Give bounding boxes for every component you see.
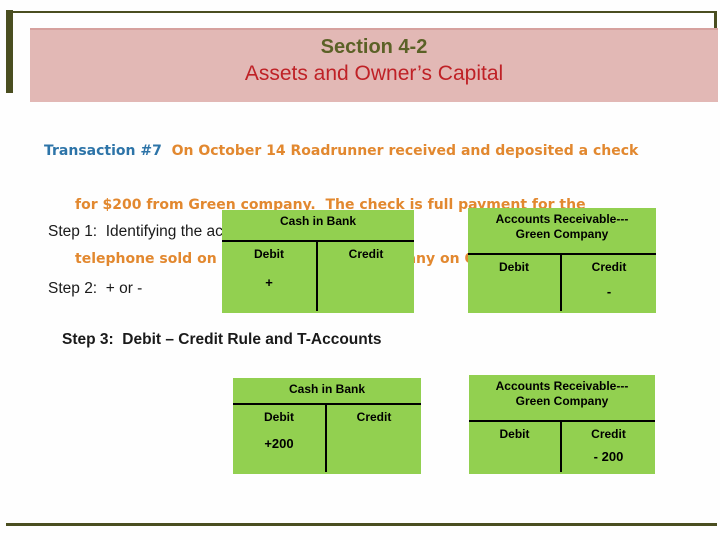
credit-column: Credit - bbox=[562, 255, 656, 311]
credit-label: Credit bbox=[591, 427, 626, 441]
title-band: Section 4-2 Assets and Owner’s Capital bbox=[30, 28, 718, 102]
taccount-title-line-1: Accounts Receivable--- bbox=[495, 379, 629, 393]
credit-label: Credit bbox=[348, 247, 384, 261]
credit-label: Credit bbox=[356, 410, 392, 424]
credit-value: - 200 bbox=[593, 449, 624, 464]
taccount-title: Cash in Bank bbox=[279, 214, 357, 228]
debit-label: Debit bbox=[499, 260, 529, 274]
credit-column: Credit bbox=[318, 242, 414, 311]
taccount-columns: Debit Credit - 200 bbox=[469, 420, 655, 472]
taccount-title: Accounts Receivable--- Green Company bbox=[469, 375, 655, 420]
taccount-title-line-2: Green Company bbox=[515, 394, 609, 408]
debit-column: Debit +200 bbox=[233, 405, 327, 472]
transaction-text-1: On October 14 Roadrunner received and de… bbox=[161, 143, 639, 159]
debit-column: Debit bbox=[469, 422, 562, 472]
taccount-accounts-receivable-step3: Accounts Receivable--- Green Company Deb… bbox=[469, 375, 655, 474]
debit-label: Debit bbox=[254, 247, 284, 261]
debit-column: Debit + bbox=[222, 242, 318, 311]
taccount-columns: Debit +200 Credit bbox=[233, 403, 421, 472]
debit-label: Debit bbox=[264, 410, 294, 424]
credit-column: Credit - 200 bbox=[562, 422, 655, 472]
section-subtitle: Assets and Owner’s Capital bbox=[244, 62, 504, 85]
step-2-text: Step 2: + or - bbox=[48, 280, 143, 297]
taccount-accounts-receivable-step2: Accounts Receivable--- Green Company Deb… bbox=[468, 208, 656, 313]
frame-top-stroke bbox=[10, 11, 717, 13]
frame-left-stroke bbox=[6, 10, 13, 93]
credit-value: - bbox=[606, 284, 612, 299]
debit-value: + bbox=[265, 275, 273, 290]
step-3-text: Step 3: Debit – Credit Rule and T-Accoun… bbox=[62, 331, 382, 348]
taccount-title-line-1: Accounts Receivable--- bbox=[495, 212, 629, 226]
debit-value: +200 bbox=[264, 436, 294, 451]
debit-column: Debit bbox=[468, 255, 562, 311]
taccount-title: Cash in Bank bbox=[288, 382, 366, 396]
transaction-line-1: Transaction #7 On October 14 Roadrunner … bbox=[44, 142, 692, 160]
frame-bottom-stroke bbox=[6, 523, 717, 526]
credit-column: Credit bbox=[327, 405, 421, 472]
taccount-columns: Debit Credit - bbox=[468, 253, 656, 311]
taccount-title: Accounts Receivable--- Green Company bbox=[468, 208, 656, 253]
frame-right-stroke bbox=[714, 11, 717, 43]
taccount-title-line-2: Green Company bbox=[515, 227, 609, 241]
debit-label: Debit bbox=[499, 427, 530, 441]
taccount-cash-in-bank-step3: Cash in Bank Debit +200 Credit bbox=[233, 378, 421, 474]
credit-label: Credit bbox=[591, 260, 627, 274]
section-title: Section 4-2 bbox=[320, 36, 428, 58]
taccount-columns: Debit + Credit bbox=[222, 240, 414, 311]
transaction-label: Transaction #7 bbox=[44, 143, 162, 159]
taccount-cash-in-bank-step2: Cash in Bank Debit + Credit bbox=[222, 210, 414, 313]
